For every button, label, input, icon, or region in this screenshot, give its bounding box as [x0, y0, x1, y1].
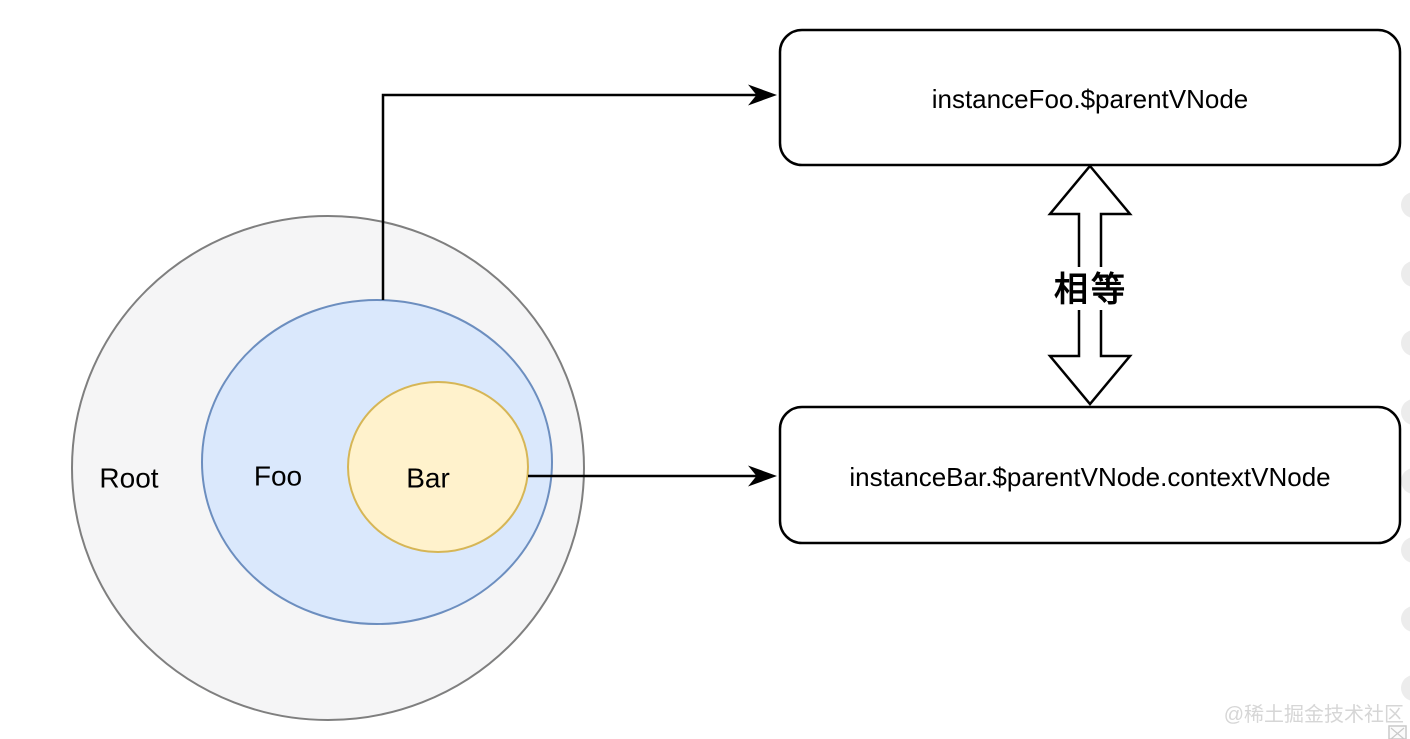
edge-dot [1401, 468, 1410, 494]
edge-dot [1401, 606, 1410, 632]
bar-arrowhead-icon [748, 465, 777, 487]
broken-image-icon [1388, 725, 1407, 739]
edge-dot [1401, 399, 1410, 425]
root-circle-label: Root [99, 463, 158, 494]
foo-arrowhead-icon [748, 84, 777, 106]
bar-circle-label: Bar [406, 463, 450, 494]
bar-circle [347, 381, 529, 553]
equal-label-backing [1050, 267, 1132, 310]
foo-arrow-line [381, 93, 757, 300]
bar-to-node-arrow [528, 465, 777, 487]
foo-to-node-arrow [381, 84, 777, 300]
foo-vnode-label: instanceFoo.$parentVNode [932, 84, 1249, 114]
edge-dot [1401, 192, 1410, 218]
watermark: @稀土掘金技术社区 [1224, 703, 1404, 726]
foo-circle-label: Foo [254, 461, 302, 492]
bar-vnode-box [778, 405, 1402, 545]
equal-label: 相等 [1054, 271, 1128, 309]
edge-dot [1401, 261, 1410, 287]
bar-vnode-label: instanceBar.$parentVNode.contextVNode [849, 462, 1330, 492]
edge-dot [1401, 537, 1410, 563]
right-edge-dots [1401, 192, 1410, 701]
edge-dot [1401, 330, 1410, 356]
edge-dot [1401, 675, 1410, 701]
